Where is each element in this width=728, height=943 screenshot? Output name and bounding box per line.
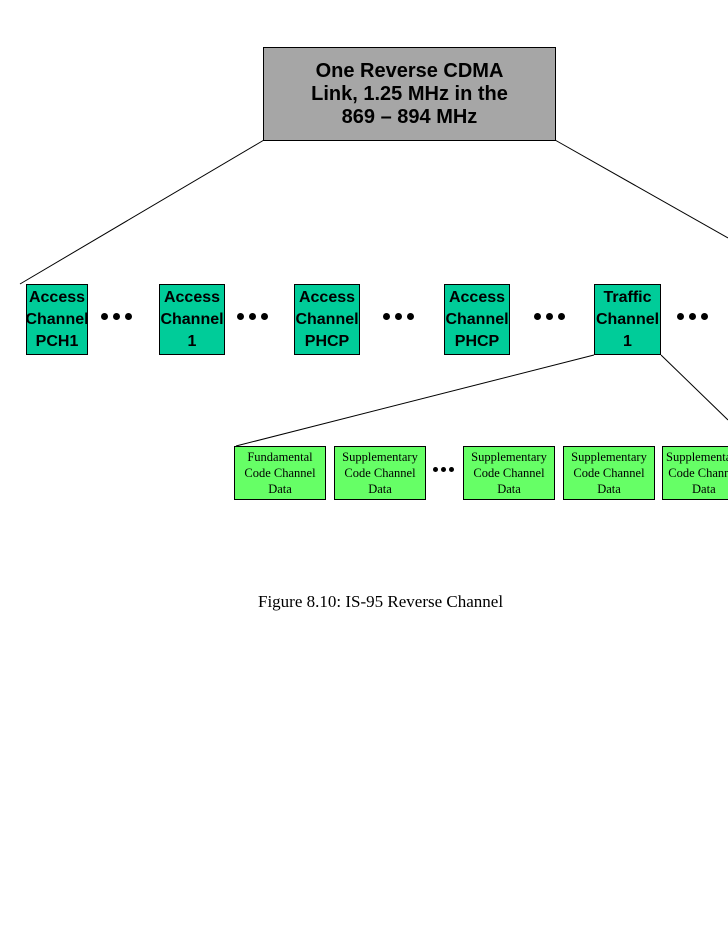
access-channel-1-label: Access Channel 1 xyxy=(160,288,224,350)
connector-traffic-left xyxy=(235,354,595,447)
connector-root-right xyxy=(554,139,728,239)
fundamental-code-channel-label: Fundamental Code Channel Data xyxy=(244,450,316,496)
access-channel-pch1-box: Access Channel PCH1 xyxy=(26,284,88,355)
supplementary-code-channel-label-2: Supplementary Code Channel Data xyxy=(471,450,547,496)
ellipsis-2 xyxy=(237,313,268,320)
supplementary-code-channel-label-3: Supplementary Code Channel Data xyxy=(571,450,647,496)
fundamental-code-channel-box: Fundamental Code Channel Data xyxy=(234,446,326,500)
access-channel-phcp-box-b: Access Channel PHCP xyxy=(444,284,510,355)
supplementary-code-channel-label-1: Supplementary Code Channel Data xyxy=(342,450,418,496)
access-channel-phcp-label-a: Access Channel PHCP xyxy=(295,288,359,350)
figure-caption: Figure 8.10: IS-95 Reverse Channel xyxy=(258,592,504,611)
reverse-link-label: One Reverse CDMA Link, 1.25 MHz in the 8… xyxy=(311,59,508,128)
traffic-channel-1-box: Traffic Channel 1 xyxy=(594,284,661,355)
supplementary-code-channel-box-1: Supplementary Code Channel Data xyxy=(334,446,426,500)
supplementary-code-channel-label-4: Supplementary Code Channel Data xyxy=(666,450,728,496)
reverse-link-box: One Reverse CDMA Link, 1.25 MHz in the 8… xyxy=(263,47,556,141)
ellipsis-1 xyxy=(101,313,132,320)
ellipsis-3 xyxy=(383,313,414,320)
access-channel-1-box: Access Channel 1 xyxy=(159,284,225,355)
access-channel-pch1-label: Access Channel PCH1 xyxy=(26,288,88,350)
ellipsis-code xyxy=(433,467,454,472)
supplementary-code-channel-box-3: Supplementary Code Channel Data xyxy=(563,446,655,500)
connector-root-left xyxy=(19,139,265,285)
supplementary-code-channel-box-2: Supplementary Code Channel Data xyxy=(463,446,555,500)
ellipsis-4 xyxy=(534,313,565,320)
access-channel-phcp-label-b: Access Channel PHCP xyxy=(445,288,509,350)
connector-traffic-right xyxy=(660,354,728,421)
access-channel-phcp-box-a: Access Channel PHCP xyxy=(294,284,360,355)
traffic-channel-1-label: Traffic Channel 1 xyxy=(595,288,660,350)
ellipsis-5 xyxy=(677,313,708,320)
supplementary-code-channel-box-4: Supplementary Code Channel Data xyxy=(662,446,728,500)
